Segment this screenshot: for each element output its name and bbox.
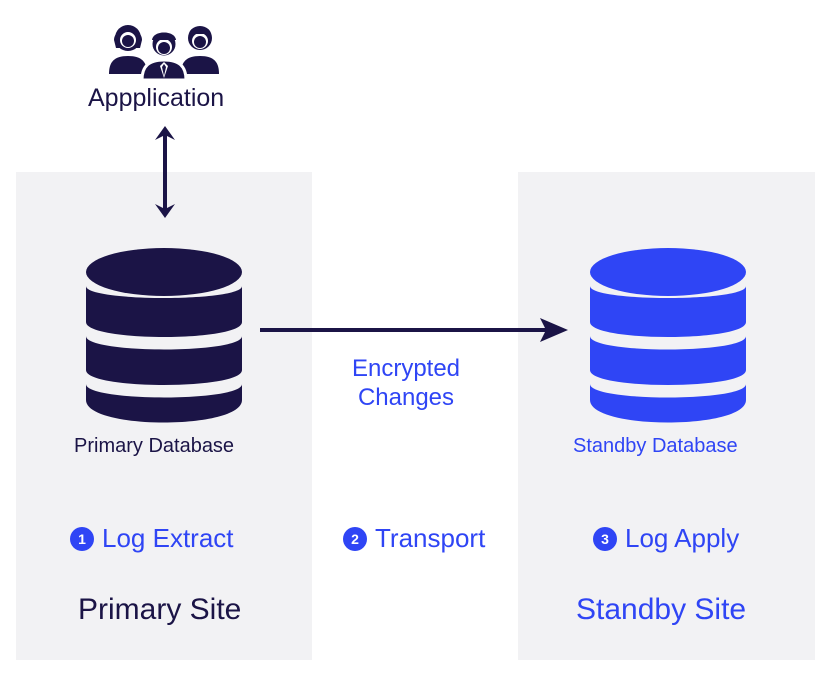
standby-database-icon — [590, 248, 746, 423]
step-number-badge: 2 — [343, 526, 367, 551]
user-left-icon — [109, 25, 147, 74]
primary-database-icon — [86, 248, 242, 423]
user-right-icon — [181, 26, 219, 74]
step-log-apply: 3 Log Apply — [593, 523, 739, 554]
step-log-extract: 1 Log Extract — [70, 523, 234, 554]
user-center-icon — [140, 29, 188, 80]
step-number-badge: 3 — [593, 526, 617, 551]
step-transport: 2 Transport — [343, 523, 485, 554]
standby-site-label: Standby Site — [576, 593, 747, 626]
replication-arrow-icon — [260, 318, 568, 342]
standby-database-label: Standby Database — [573, 435, 738, 457]
step-number-badge: 1 — [70, 526, 94, 551]
primary-site-label: Primary Site — [78, 593, 242, 626]
step-label: Log Apply — [625, 523, 740, 553]
encrypted-changes-label: Encrypted Changes — [330, 354, 482, 412]
application-label: Appplication — [88, 84, 225, 112]
step-label: Transport — [375, 523, 486, 553]
users-group-icon — [109, 25, 219, 80]
changes-label: Changes — [357, 384, 455, 411]
bidirectional-arrow-icon — [155, 126, 175, 218]
step-label: Log Extract — [102, 523, 234, 553]
encrypted-label: Encrypted — [351, 355, 461, 382]
primary-database-label: Primary Database — [74, 435, 235, 457]
